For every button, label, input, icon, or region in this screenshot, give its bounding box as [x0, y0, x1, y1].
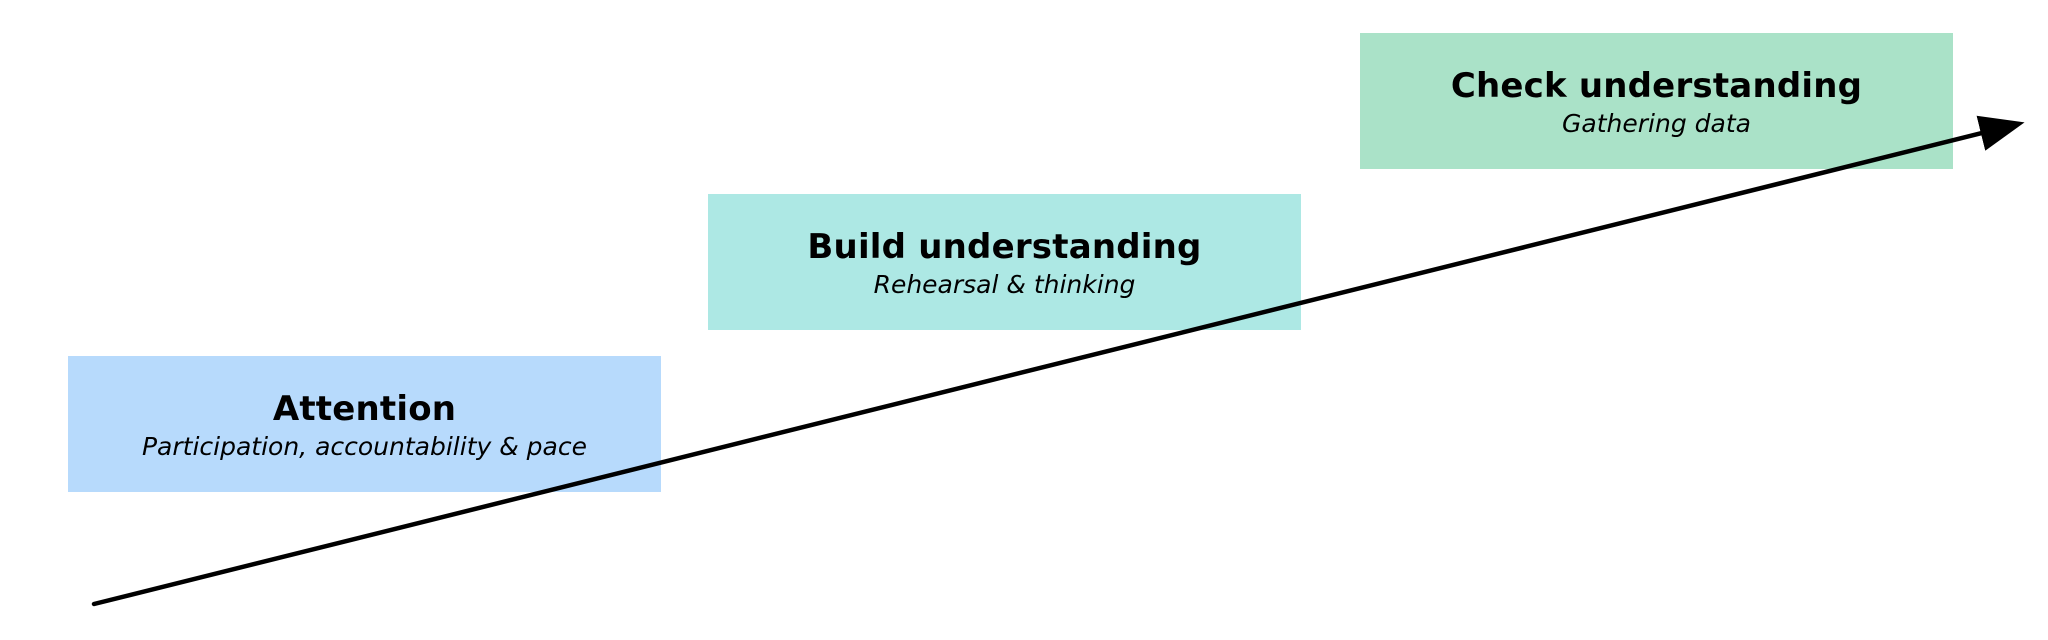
stage-box-build-understanding: Build understanding Rehearsal & thinking	[708, 194, 1301, 330]
stage-box-attention: Attention Participation, accountability …	[68, 356, 661, 492]
stage-subtitle-attention: Participation, accountability & pace	[141, 432, 587, 461]
stage-box-check-understanding: Check understanding Gathering data	[1360, 33, 1953, 169]
stage-subtitle-check-understanding: Gathering data	[1562, 109, 1751, 138]
stage-title-attention: Attention	[272, 389, 457, 429]
stage-subtitle-build-understanding: Rehearsal & thinking	[873, 270, 1136, 299]
stage-title-build-understanding: Build understanding	[807, 227, 1202, 267]
stage-title-check-understanding: Check understanding	[1450, 66, 1863, 106]
